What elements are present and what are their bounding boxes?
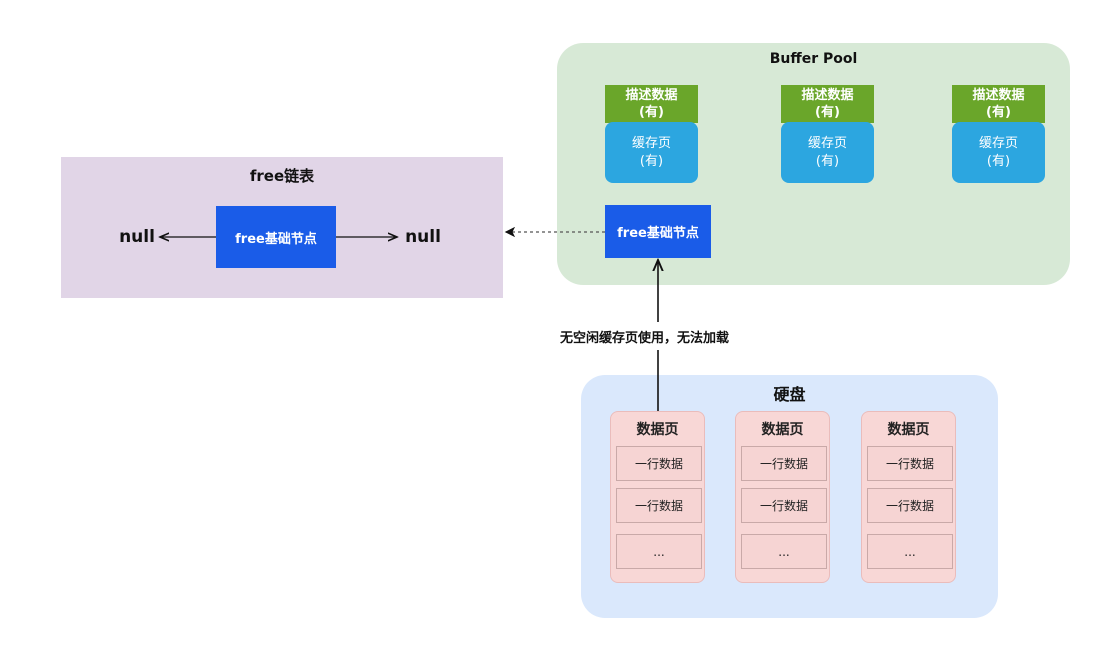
cache-page[interactable]: 缓存页 (有) — [605, 122, 698, 183]
data-row: 一行数据 — [616, 446, 702, 481]
buffer-pool-title: Buffer Pool — [769, 51, 858, 67]
data-page-title: 数据页 — [761, 422, 804, 438]
data-page[interactable]: 数据页 一行数据 一行数据 ... — [735, 411, 830, 583]
descriptor-block[interactable]: 描述数据 (有) — [781, 85, 874, 123]
null-right-label: null — [405, 227, 441, 247]
load-failure-caption: 无空闲缓存页使用，无法加载 — [560, 326, 760, 346]
cache-page[interactable]: 缓存页 (有) — [952, 122, 1045, 183]
cache-page-label: 缓存页 — [631, 135, 671, 151]
descriptor-state: (有) — [639, 105, 664, 120]
descriptor-label: 描述数据 — [801, 88, 854, 103]
data-row: 一行数据 — [867, 446, 953, 481]
data-row: 一行数据 — [616, 488, 702, 523]
data-page[interactable]: 数据页 一行数据 一行数据 ... — [610, 411, 705, 583]
cache-page[interactable]: 缓存页 (有) — [781, 122, 874, 183]
data-row: 一行数据 — [741, 446, 827, 481]
data-page[interactable]: 数据页 一行数据 一行数据 ... — [861, 411, 956, 583]
cache-page-state: (有) — [986, 153, 1011, 169]
disk-title: 硬盘 — [773, 385, 806, 404]
null-left-label: null — [119, 227, 155, 247]
descriptor-label: 描述数据 — [625, 88, 678, 103]
data-row: 一行数据 — [867, 488, 953, 523]
cache-page-label: 缓存页 — [807, 135, 847, 151]
free-list-node[interactable]: free基础节点 — [216, 206, 336, 268]
data-row-ellipsis: ... — [616, 534, 702, 569]
descriptor-block[interactable]: 描述数据 (有) — [952, 85, 1045, 123]
cache-page-state: (有) — [815, 153, 840, 169]
data-row: 一行数据 — [741, 488, 827, 523]
data-row-ellipsis: ... — [867, 534, 953, 569]
descriptor-block[interactable]: 描述数据 (有) — [605, 85, 698, 123]
buffer-pool-free-node[interactable]: free基础节点 — [605, 205, 711, 258]
cache-page-state: (有) — [639, 153, 664, 169]
cache-page-label: 缓存页 — [978, 135, 1018, 151]
descriptor-label: 描述数据 — [972, 88, 1025, 103]
data-row-ellipsis: ... — [741, 534, 827, 569]
free-list-title: free链表 — [249, 166, 315, 185]
data-page-title: 数据页 — [636, 422, 679, 438]
descriptor-state: (有) — [986, 105, 1011, 120]
descriptor-state: (有) — [815, 105, 840, 120]
data-page-title: 数据页 — [887, 422, 930, 438]
